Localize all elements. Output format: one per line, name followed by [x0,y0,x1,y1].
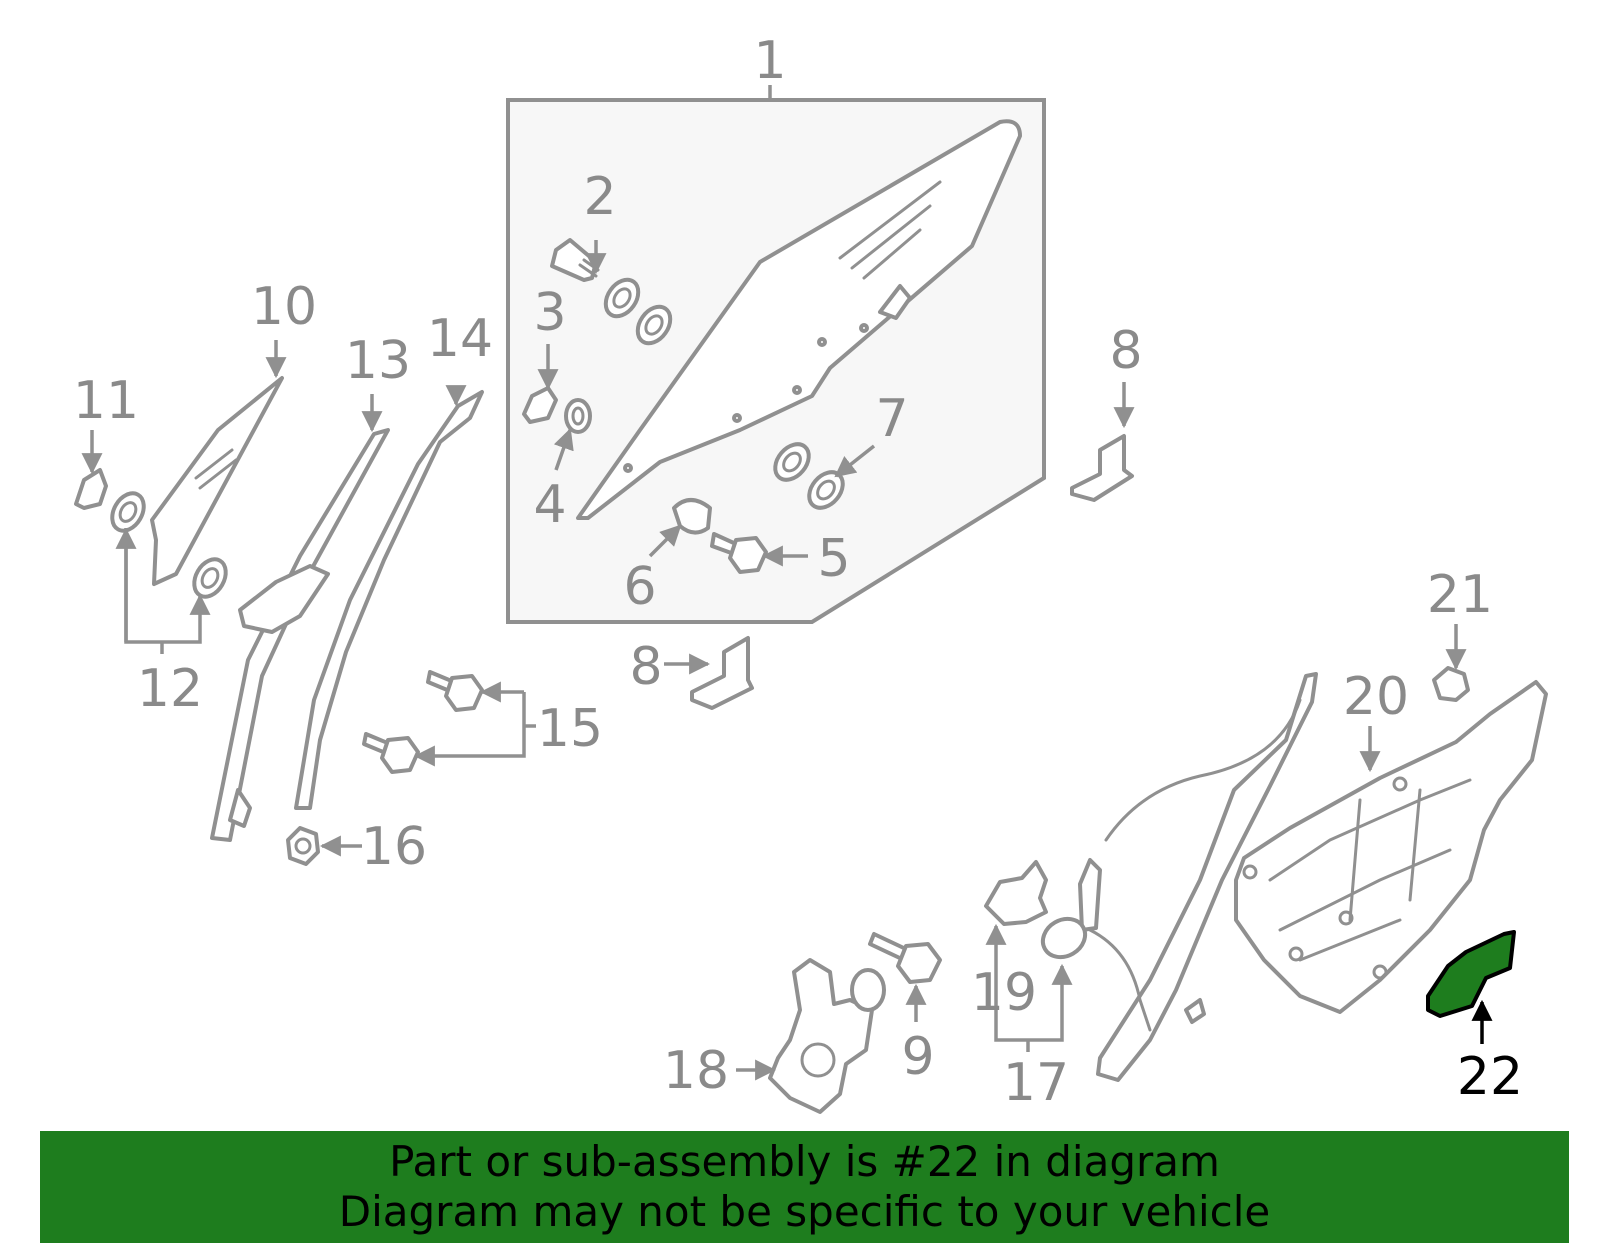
clip-3 [522,386,558,424]
clip-11 [74,468,108,510]
bracket-8a [1070,434,1134,502]
callout-11: 11 [73,371,139,431]
washer-12a [110,491,146,533]
callout-16: 16 [361,817,427,877]
banner-line-2: Diagram may not be specific to your vehi… [338,1187,1271,1236]
channel-13 [210,428,390,842]
callout-17: 17 [1003,1053,1069,1113]
door-panel-20 [1234,680,1548,1014]
callout-6: 6 [623,557,656,617]
info-banner: Part or sub-assembly is #22 in diagram D… [40,1131,1569,1243]
bracket-19 [984,860,1048,926]
door-glass [576,119,1022,520]
callout-8b: 8 [629,637,662,697]
callout-8a: 8 [1109,321,1142,381]
callout-10: 10 [251,277,317,337]
quarter-glass-10 [150,376,284,586]
bolt-9 [868,932,942,984]
bracket-8b [690,636,754,710]
callout-5: 5 [817,529,850,589]
callout-22: 22 [1457,1047,1523,1107]
motor-18 [768,958,886,1114]
washer-2b [635,304,673,346]
bolt-15b [362,732,420,774]
washer-2a [603,277,641,319]
callout-4: 4 [533,475,566,535]
washer-12b [192,557,228,599]
bushing-4 [564,398,592,434]
callout-12: 12 [137,659,203,719]
callout-1: 1 [753,31,786,91]
regulator-17 [1040,672,1318,1082]
clip-21 [1432,666,1470,702]
callout-21: 21 [1427,565,1493,625]
bolt-5 [710,532,768,574]
callout-labels: 1 2 3 4 5 6 7 8 8 9 10 11 12 13 14 15 16… [73,31,1523,1113]
leaders [81,240,1493,1081]
callout-9: 9 [901,1027,934,1087]
callout-7: 7 [875,389,908,449]
callout-14: 14 [427,309,493,369]
callout-3: 3 [533,283,566,343]
nut-16 [286,826,320,866]
callout-13: 13 [345,331,411,391]
callout-18: 18 [663,1041,729,1101]
callout-2: 2 [583,167,616,227]
weatherstrip-14 [294,390,484,810]
washer-7a [773,442,811,482]
callout-20: 20 [1343,667,1409,727]
callout-15: 15 [537,699,603,759]
banner-line-1: Part or sub-assembly is #22 in diagram [389,1137,1220,1186]
callout-19: 19 [971,963,1037,1023]
part-22-highlight [1426,930,1516,1018]
spacer-6 [672,498,712,535]
bolt-15a [426,670,484,712]
